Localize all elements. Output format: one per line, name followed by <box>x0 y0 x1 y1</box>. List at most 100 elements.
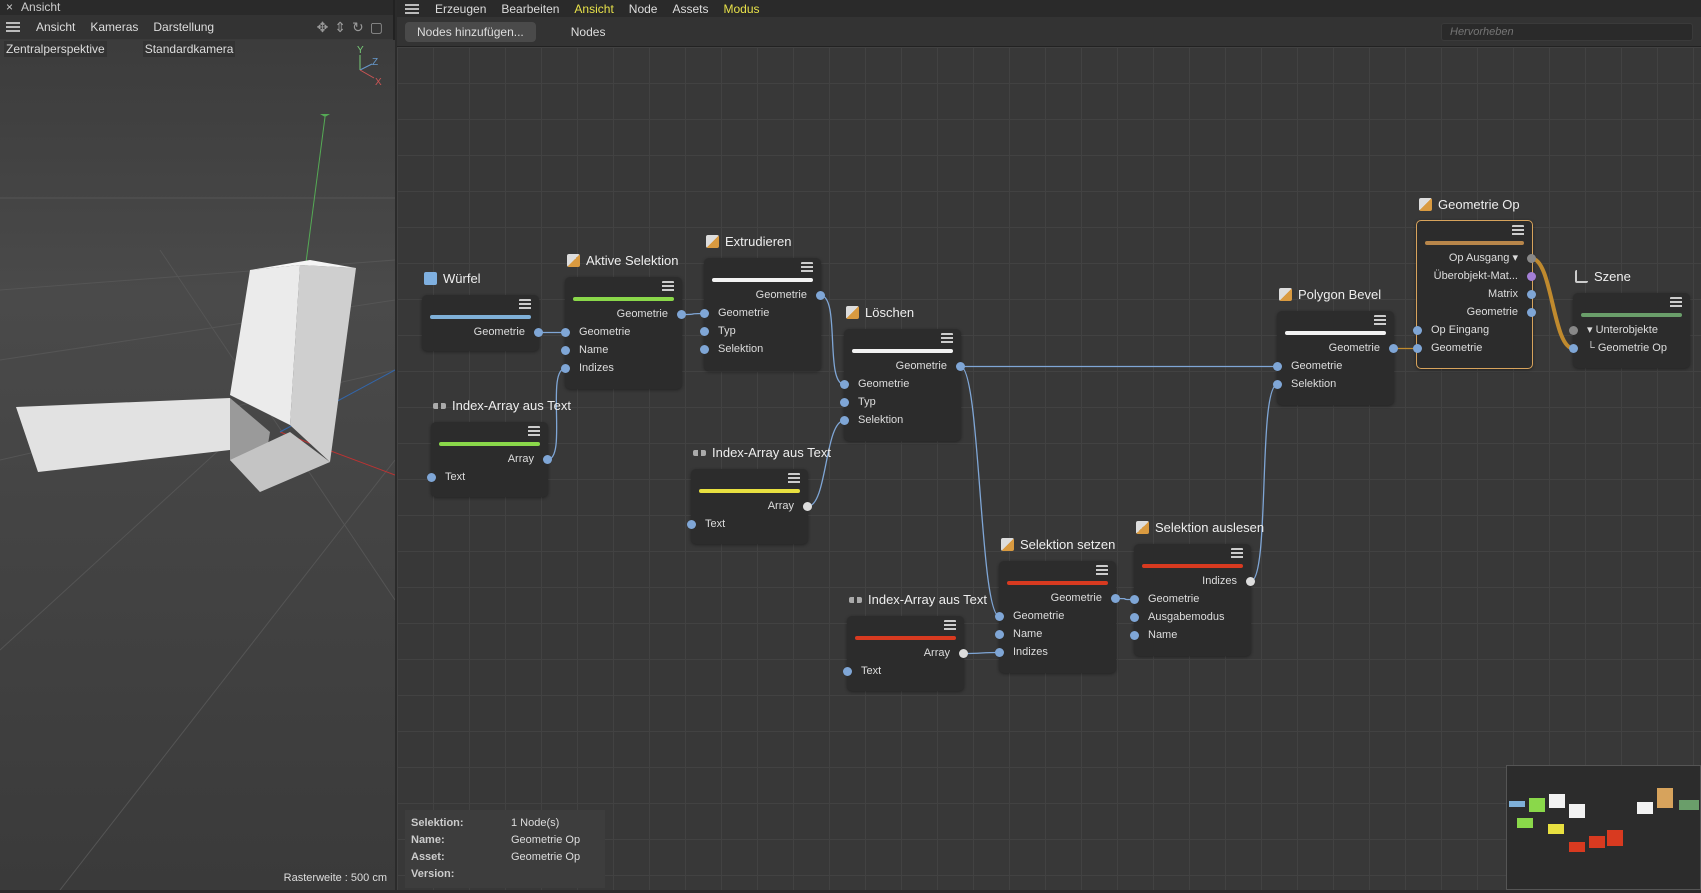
wire[interactable] <box>820 294 845 386</box>
port-in[interactable] <box>840 398 849 407</box>
node-menu-icon[interactable] <box>1374 315 1386 326</box>
add-nodes-button[interactable]: Nodes hinzufügen... <box>405 21 536 42</box>
camera-menu[interactable]: Standardkamera <box>142 41 236 57</box>
menu-node[interactable]: Node <box>628 1 658 16</box>
port-out[interactable] <box>543 455 552 464</box>
menu-assets[interactable]: Assets <box>672 1 709 16</box>
close-icon[interactable]: × <box>6 0 14 14</box>
node-title[interactable]: Löschen <box>846 305 914 320</box>
port-in[interactable] <box>1273 380 1282 389</box>
port-in[interactable] <box>995 630 1004 639</box>
node-menu-icon[interactable] <box>944 620 956 631</box>
menu-darstellung[interactable]: Darstellung <box>153 20 215 34</box>
navigation-tools-icon[interactable]: ✥⇕↻▢ <box>316 18 389 35</box>
port-in[interactable] <box>427 473 436 482</box>
node-title[interactable]: Selektion auslesen <box>1136 520 1264 535</box>
port-out[interactable] <box>677 310 686 319</box>
node-title[interactable]: Szene <box>1575 269 1631 284</box>
wire[interactable] <box>960 365 1000 618</box>
port-in[interactable] <box>1413 326 1422 335</box>
minimap[interactable] <box>1506 765 1701 890</box>
port-in[interactable] <box>561 346 570 355</box>
hamburger-icon[interactable] <box>6 22 20 32</box>
port-out[interactable] <box>1111 594 1120 603</box>
node-title[interactable]: Index-Array aus Text <box>693 445 831 460</box>
highlight-search-input[interactable] <box>1441 22 1693 41</box>
port-out[interactable] <box>1527 272 1536 281</box>
port-in[interactable] <box>700 345 709 354</box>
node-wuerfel[interactable]: Würfel Geometrie <box>422 271 543 351</box>
port-in[interactable] <box>840 416 849 425</box>
wire[interactable] <box>1530 256 1575 351</box>
menu-erzeugen[interactable]: Erzeugen <box>435 1 487 16</box>
node-title[interactable]: Geometrie Op <box>1419 197 1520 212</box>
port-in[interactable] <box>840 380 849 389</box>
wire[interactable] <box>547 367 566 461</box>
node-title[interactable]: Selektion setzen <box>1001 537 1115 552</box>
port-in[interactable] <box>1413 344 1422 353</box>
port-out[interactable] <box>534 328 543 337</box>
node-menu-icon[interactable] <box>519 299 531 310</box>
port-out[interactable] <box>1527 254 1536 263</box>
port-in[interactable] <box>995 648 1004 657</box>
node-menu-icon[interactable] <box>941 333 953 344</box>
menu-ansicht[interactable]: Ansicht <box>574 1 614 16</box>
port-in[interactable] <box>1130 631 1139 640</box>
port-out[interactable] <box>1527 290 1536 299</box>
port-out[interactable] <box>956 362 965 371</box>
port-out[interactable] <box>959 649 968 658</box>
node-szene[interactable]: Szene ▾ Unterobjekte└ Geometrie Op <box>1569 269 1690 368</box>
menu-modus[interactable]: Modus <box>723 1 760 16</box>
menu-ansicht[interactable]: Ansicht <box>36 20 76 34</box>
port-in[interactable] <box>1569 344 1578 353</box>
port-in[interactable] <box>687 520 696 529</box>
hamburger-icon[interactable] <box>405 3 419 14</box>
menu-kameras[interactable]: Kameras <box>90 20 139 34</box>
node-title[interactable]: Würfel <box>424 271 481 286</box>
node-geomop[interactable]: Geometrie Op Op Ausgang ▾Überobjekt-Mat.… <box>1413 197 1536 369</box>
port-in[interactable] <box>1130 595 1139 604</box>
node-title[interactable]: Extrudieren <box>706 234 791 249</box>
node-title[interactable]: Index-Array aus Text <box>849 592 987 607</box>
port-out[interactable] <box>1246 577 1255 586</box>
node-menu-icon[interactable] <box>1670 297 1682 308</box>
node-menu-icon[interactable] <box>788 473 800 484</box>
port-out[interactable] <box>803 502 812 511</box>
port-in[interactable] <box>843 667 852 676</box>
node-menu-icon[interactable] <box>801 262 813 273</box>
port-in[interactable] <box>1569 326 1578 335</box>
port-in[interactable] <box>995 612 1004 621</box>
node-title[interactable]: Index-Array aus Text <box>433 398 571 413</box>
node-menu-icon[interactable] <box>1231 548 1243 559</box>
port-in[interactable] <box>1273 362 1282 371</box>
node-menu-icon[interactable] <box>528 426 540 437</box>
port-in[interactable] <box>700 309 709 318</box>
node-menu-icon[interactable] <box>1512 225 1524 236</box>
projection-menu[interactable]: Zentralperspektive <box>4 41 107 57</box>
wire[interactable] <box>807 419 845 508</box>
port-out[interactable] <box>1527 308 1536 317</box>
node-menu-icon[interactable] <box>662 281 674 292</box>
node-title[interactable]: Polygon Bevel <box>1279 287 1381 302</box>
port-out[interactable] <box>1389 344 1398 353</box>
port-in[interactable] <box>561 328 570 337</box>
port-out[interactable] <box>816 291 825 300</box>
nodes-tab[interactable]: Nodes <box>570 24 606 39</box>
menu-bearbeiten[interactable]: Bearbeiten <box>501 1 560 16</box>
wire[interactable] <box>1250 383 1278 583</box>
3d-viewport[interactable]: Y Z X Rasterweite : 500 cm <box>0 40 396 891</box>
node-menu-icon[interactable] <box>1096 565 1108 576</box>
node-title[interactable]: Aktive Selektion <box>567 253 679 268</box>
port-in[interactable] <box>1130 613 1139 622</box>
port-in[interactable] <box>700 327 709 336</box>
